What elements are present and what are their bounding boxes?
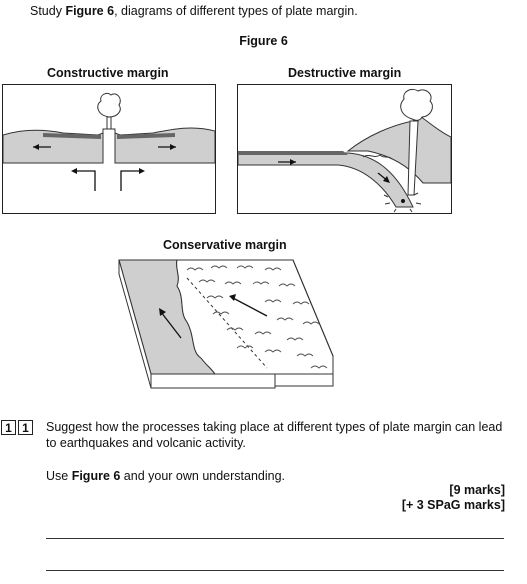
- marks-label: [9 marks]: [449, 483, 505, 497]
- destructive-diagram: [237, 84, 452, 214]
- spag-marks-label: [+ 3 SPaG marks]: [401, 498, 505, 512]
- constructive-caption: Constructive margin: [47, 66, 169, 80]
- intro-suffix: , diagrams of different types of plate m…: [114, 4, 358, 18]
- intro-figure-ref: Figure 6: [65, 4, 115, 18]
- constructive-diagram: [2, 84, 216, 214]
- use-suffix: and your own understanding.: [120, 469, 286, 483]
- intro-prefix: Study: [30, 4, 66, 18]
- use-prefix: Use: [46, 469, 72, 483]
- conservative-caption: Conservative margin: [163, 238, 287, 252]
- use-instruction: Use Figure 6 and your own understanding.: [46, 469, 285, 483]
- destructive-illustration: [237, 88, 452, 213]
- constructive-illustration: [2, 92, 216, 191]
- conservative-diagram: [118, 259, 334, 389]
- intro-text: Study Figure 6, diagrams of different ty…: [30, 4, 358, 18]
- destructive-caption: Destructive margin: [288, 66, 402, 80]
- answer-line[interactable]: [46, 570, 504, 571]
- answer-line[interactable]: [46, 538, 504, 539]
- question-text: Suggest how the processes taking place a…: [46, 420, 503, 450]
- question-number-box-2: 1: [18, 420, 33, 435]
- use-figure-ref: Figure 6: [71, 469, 121, 483]
- question-number-box-1: 1: [1, 420, 16, 435]
- figure-title: Figure 6: [239, 34, 288, 48]
